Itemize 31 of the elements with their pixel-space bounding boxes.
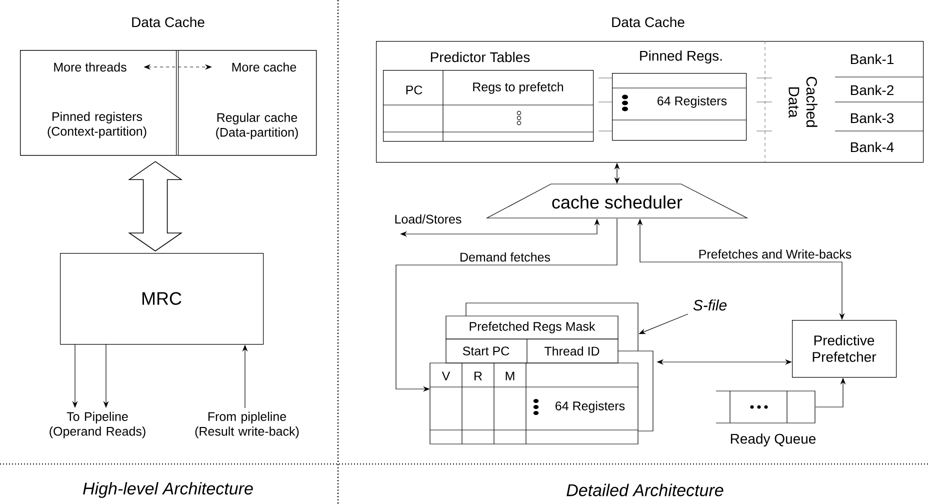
process-box: MRC bbox=[60, 253, 264, 345]
caption: High-level Architecture bbox=[83, 482, 253, 498]
edge-label: Prefetches and Write-backs bbox=[697, 248, 853, 260]
bank-label: Bank-1 bbox=[850, 54, 894, 64]
partition-box: More cache Regular cache (Data-partition) bbox=[178, 50, 317, 156]
table-cell: Thread ID bbox=[544, 346, 600, 356]
bank-label: Bank-3 bbox=[850, 112, 894, 124]
heading: Data Cache bbox=[132, 16, 204, 28]
connector-line bbox=[598, 130, 612, 132]
table-cell: Start PC bbox=[462, 346, 510, 356]
table-cell: 64 Registers bbox=[658, 96, 727, 108]
queue-label: Ready Queue bbox=[730, 433, 816, 447]
process-box: Predictive Prefetcher bbox=[792, 320, 897, 378]
heading: Data Cache bbox=[612, 16, 684, 28]
vertical-label: Cached Data bbox=[788, 76, 818, 127]
table-heading: Predictor Tables bbox=[430, 52, 530, 62]
bank-label: Bank-2 bbox=[850, 84, 894, 96]
edge-label: Load/Stores bbox=[393, 213, 463, 225]
table-cell: PC bbox=[406, 86, 422, 94]
callout-label: S-file bbox=[693, 300, 727, 310]
pipeline-label: To Pipeline (Operand Reads) bbox=[50, 412, 146, 438]
connector-line bbox=[756, 130, 772, 132]
pipeline-label: From pipleline (Result write-back) bbox=[195, 412, 299, 438]
table-cell: Regs to prefetch bbox=[473, 82, 564, 94]
caption: Detailed Architecture bbox=[566, 484, 724, 496]
table-cell: Prefetched Regs Mask bbox=[470, 322, 596, 334]
bank-label: Bank-4 bbox=[850, 142, 894, 152]
double-arrow bbox=[128, 161, 183, 252]
partition-box: More threads Pinned registers (Context-partition) bbox=[20, 50, 177, 156]
edge-label: Demand fetches bbox=[458, 251, 552, 263]
table-heading: Pinned Regs. bbox=[640, 50, 722, 64]
